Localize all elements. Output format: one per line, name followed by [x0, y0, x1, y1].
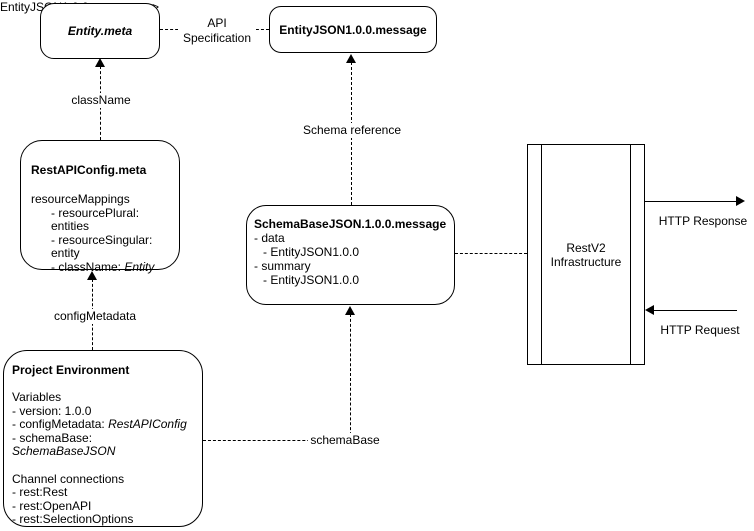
line-prefix: - configMetadata:: [12, 417, 109, 431]
edge-label-line: API: [207, 16, 227, 30]
section-header: Variables: [12, 390, 62, 404]
node-body-line: - resourceSingular: entity: [51, 232, 153, 260]
node-body-line: - configMetadata: RestAPIConfig: [12, 417, 196, 432]
edge-schema-to-infrastructure: [455, 253, 527, 254]
edge-label-line: Specification: [182, 31, 252, 45]
node-title: Entity.meta: [67, 24, 133, 38]
edge-label-class-name: className: [62, 93, 140, 108]
node-body-line: - className: Entity: [31, 259, 173, 275]
arrowhead-left-icon: [645, 305, 654, 315]
node-title: RestV2 Infrastructure: [528, 145, 644, 364]
node-body-line: - EntityJSON1.0.0: [263, 245, 360, 259]
node-body-line: - schemaBase: SchemaBaseJSON: [12, 430, 196, 459]
section-header: Channel connections: [12, 471, 125, 486]
edge-label-config-metadata: configMetadata: [46, 309, 144, 324]
edge-http-request: [654, 310, 737, 311]
node-body-line: - rest:OpenAPI: [12, 498, 92, 513]
arrowhead-up-icon: [345, 306, 355, 315]
node-body-line: resourceMappings: [31, 192, 130, 206]
node-body-line: - resourcePlural: entities: [51, 205, 140, 233]
node-body-line: - rest:Rest: [12, 485, 68, 499]
node-entity-json-message[interactable]: EntityJSON1.0.0.message: [269, 6, 437, 53]
line-prefix: - schemaBase:: [12, 430, 93, 445]
node-body-line: - version: 1.0.0: [12, 403, 92, 418]
edge-http-response: [645, 201, 736, 202]
component-left-bar: [541, 145, 542, 364]
node-title: EntityJSON1.0.0.message: [279, 22, 427, 37]
edge-label-http-request: HTTP Request: [660, 323, 740, 337]
edge-label-api-specification: API Specification: [178, 16, 256, 46]
line-value: Entity: [124, 259, 155, 274]
arrowhead-up-icon: [87, 271, 97, 280]
component-right-bar: [630, 145, 631, 364]
edge-label-schema-reference: Schema reference: [297, 123, 407, 138]
node-title: SchemaBaseJSON.1.0.0.message: [254, 217, 447, 231]
line-prefix: - className:: [51, 259, 125, 274]
arrowhead-up-icon: [95, 58, 105, 67]
arrowhead-up-icon: [346, 54, 356, 63]
node-body-line: - data: [254, 231, 285, 245]
arrowhead-right-icon: [736, 196, 745, 206]
node-title-line: Infrastructure: [550, 254, 622, 269]
node-title-line: RestV2: [566, 240, 606, 255]
node-title: Project Environment: [12, 363, 130, 377]
node-title: RestAPIConfig.meta: [31, 163, 147, 177]
node-rest-api-config[interactable]: RestAPIConfig.meta resourceMappings - re…: [20, 140, 180, 273]
edge-label-schema-base: schemaBase: [308, 433, 382, 448]
node-restv2-infrastructure[interactable]: RestV2 Infrastructure: [527, 144, 645, 365]
node-body-line: - rest:SelectionOptions: [12, 512, 134, 526]
node-body-line: - summary: [254, 259, 311, 273]
line-value: RestAPIConfig: [108, 417, 187, 431]
edge-schema-base-horizontal: [203, 440, 350, 441]
edge-schema-base-vertical: [350, 314, 351, 440]
node-schema-base-json[interactable]: SchemaBaseJSON.1.0.0.message - data - En…: [246, 205, 455, 305]
node-body-line: - EntityJSON1.0.0: [263, 273, 360, 287]
edge-label-http-response: HTTP Response: [658, 214, 748, 228]
node-entity-meta[interactable]: Entity.meta: [40, 3, 160, 59]
node-project-environment[interactable]: Project Environment Variables - version:…: [3, 350, 203, 527]
line-value: SchemaBaseJSON: [12, 444, 116, 458]
